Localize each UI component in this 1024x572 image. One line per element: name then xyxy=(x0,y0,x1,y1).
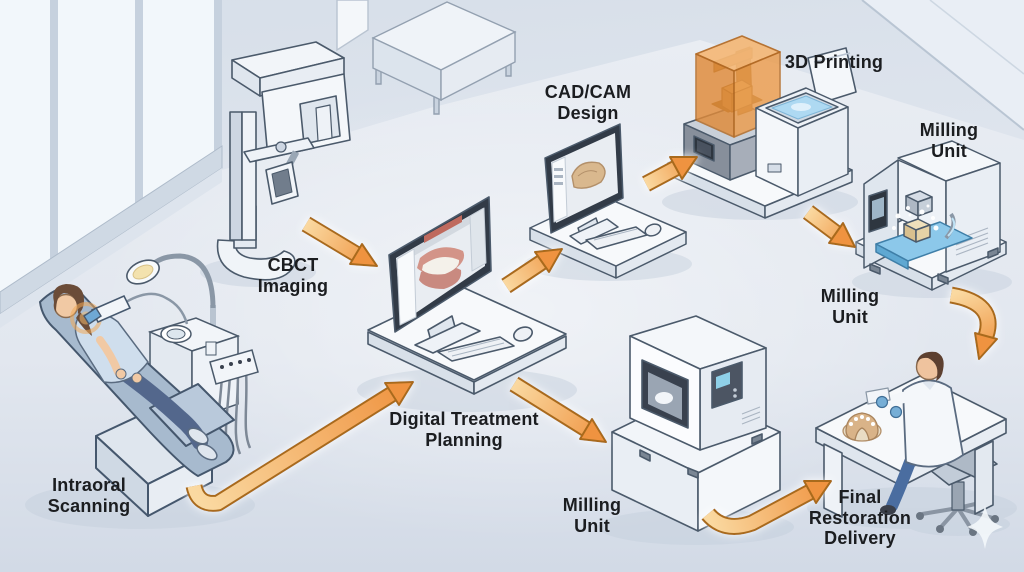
window-wall xyxy=(0,0,223,328)
label-final-restoration-delivery: Final Restoration Delivery xyxy=(808,487,912,549)
treatment-planning-workstation xyxy=(367,196,567,395)
arrow-milling-to-delivery-curved xyxy=(949,286,998,360)
keyboard xyxy=(437,336,515,362)
intraoral-scanner xyxy=(70,292,189,334)
arrow-cadcam-to-printing xyxy=(642,156,698,192)
milling-chamber xyxy=(875,190,973,270)
label-milling-unit-mid: Milling Unit xyxy=(820,286,880,327)
label-cad-cam-design: CAD/CAM Design xyxy=(544,82,632,123)
arrow-milling-to-delivery xyxy=(701,480,832,535)
wash-station xyxy=(755,47,857,197)
milling-unit-floor xyxy=(611,315,781,532)
label-milling-unit-top: Milling Unit xyxy=(919,120,979,161)
printing-station xyxy=(667,35,857,219)
wall-cabinet xyxy=(371,1,517,115)
arrow-cbct-to-planning xyxy=(301,216,378,267)
dentist xyxy=(865,351,964,515)
dentist-desk-station xyxy=(815,351,1007,536)
milling-unit-right xyxy=(855,140,1007,291)
sparkle-icon xyxy=(967,505,1003,549)
screen-crown-design xyxy=(571,161,606,189)
label-3d-printing: 3D Printing xyxy=(784,52,884,72)
dental-model xyxy=(842,412,882,442)
mouse xyxy=(513,326,533,342)
arrow-planning-to-milling xyxy=(509,376,607,443)
arrow-printing-to-milling xyxy=(802,205,856,248)
arrow-planning-to-cadcam xyxy=(501,248,563,294)
dental-chair-station xyxy=(39,253,259,517)
cbct-machine xyxy=(216,41,351,281)
wall-pillar xyxy=(336,0,369,52)
label-digital-treatment-planning: Digital Treatment Planning xyxy=(389,409,539,450)
cadcam-workstation xyxy=(529,123,687,279)
label-milling-unit-bottom: Milling Unit xyxy=(562,495,622,536)
screen-teeth-model xyxy=(417,247,465,289)
mouse xyxy=(644,223,662,237)
label-cbct-imaging: CBCT Imaging xyxy=(257,255,329,296)
arrow-scanning-to-planning xyxy=(185,381,414,512)
label-intraoral-scanning: Intraoral Scanning xyxy=(47,475,131,516)
